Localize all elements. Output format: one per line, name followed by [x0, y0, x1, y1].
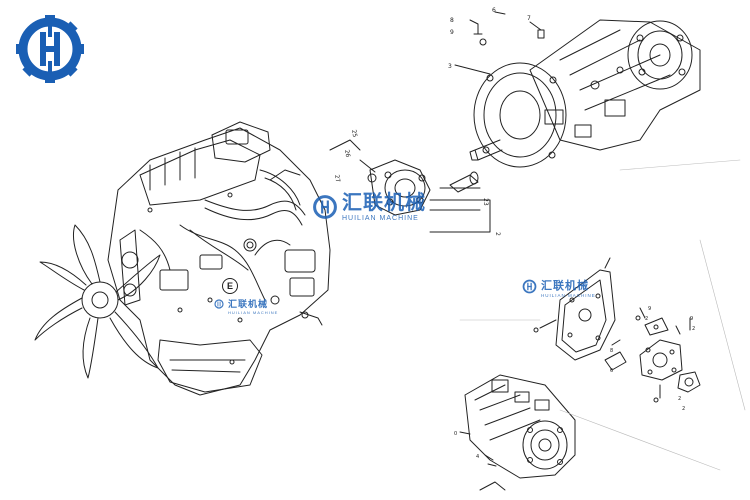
- svg-text:27: 27: [333, 174, 341, 183]
- watermark-large: 汇联机械 HUILIAN MACHINE: [312, 192, 426, 222]
- watermark-cn: 汇联机械: [541, 279, 589, 292]
- svg-text:2: 2: [645, 316, 648, 322]
- svg-text:3: 3: [448, 63, 452, 70]
- coupling-parts: [604, 307, 701, 403]
- hydraulic-pump-bottom: [459, 374, 576, 491]
- engine-drawing: [34, 121, 331, 396]
- flywheel-plate: [533, 257, 616, 361]
- callout-e: E: [222, 278, 238, 294]
- pump-coupling-assembly: [329, 139, 491, 233]
- svg-text:2: 2: [494, 232, 501, 236]
- watermark-en: HUILIAN MACHINE: [541, 293, 596, 298]
- svg-text:9: 9: [690, 316, 693, 322]
- hydraulic-pump-top: [454, 11, 701, 168]
- svg-text:4: 4: [476, 454, 479, 460]
- svg-text:8: 8: [610, 348, 613, 354]
- svg-text:2: 2: [678, 396, 681, 402]
- watermark-logo-icon: [522, 279, 537, 294]
- svg-text:6: 6: [492, 7, 496, 14]
- watermark-logo-icon: [313, 195, 337, 219]
- svg-text:26: 26: [343, 149, 351, 158]
- svg-text:2: 2: [692, 326, 695, 332]
- watermark-logo-icon: [214, 298, 224, 309]
- svg-text:6: 6: [610, 368, 613, 374]
- watermark-cn: 汇联机械: [228, 300, 269, 310]
- svg-text:25: 25: [350, 129, 358, 138]
- svg-text:7: 7: [527, 15, 531, 22]
- callout-letter: E: [226, 281, 233, 291]
- watermark-cn: 汇联机械: [342, 190, 426, 214]
- watermark-en: HUILIAN MACHINE: [228, 310, 279, 315]
- svg-text:23: 23: [482, 198, 489, 206]
- svg-text:2: 2: [682, 406, 685, 412]
- watermark-en: HUILIAN MACHINE: [342, 215, 419, 222]
- watermark-small: 汇联机械 HUILIAN MACHINE: [522, 274, 596, 299]
- svg-text:9: 9: [450, 29, 454, 36]
- svg-text:9: 9: [648, 306, 651, 312]
- svg-text:0: 0: [454, 431, 457, 437]
- watermark-engine: 汇联机械 HUILIAN MACHINE: [214, 292, 278, 315]
- svg-text:8: 8: [450, 17, 454, 24]
